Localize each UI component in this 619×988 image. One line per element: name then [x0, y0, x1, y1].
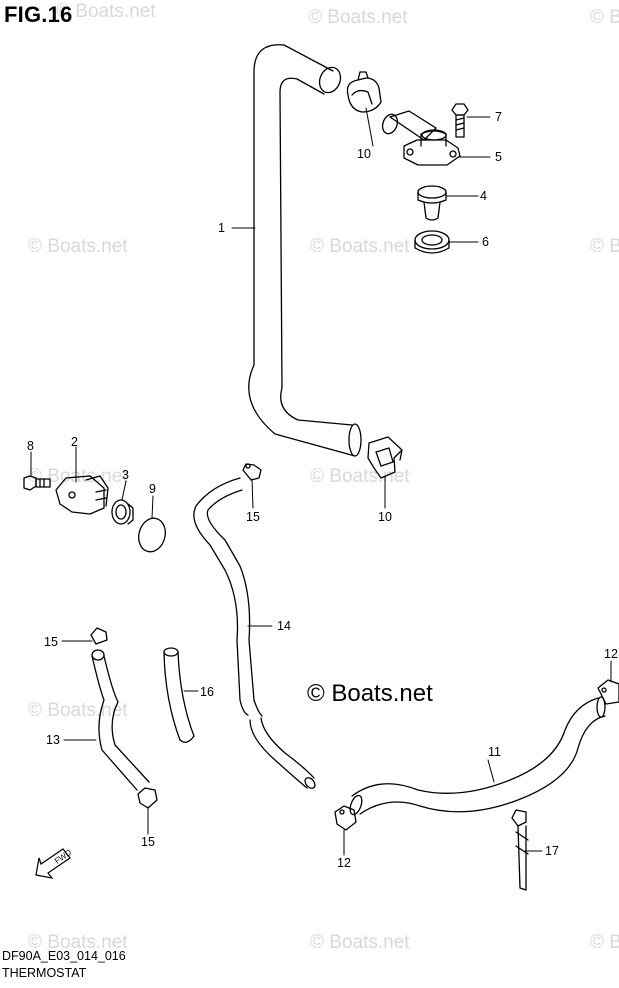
callout-clamp-mid[interactable]: 10 — [378, 510, 392, 524]
callout-hose-main[interactable]: 1 — [218, 221, 225, 235]
callout-clip-bottom[interactable]: 12 — [337, 856, 351, 870]
o-ring — [138, 517, 166, 553]
watermark: © Boats.net — [308, 7, 408, 28]
brand-watermark: © Boats.net — [307, 680, 433, 707]
figure-title: FIG.16 — [4, 2, 73, 27]
bolt-left — [23, 475, 51, 491]
thermostat-left — [111, 499, 134, 525]
callout-clamp-top[interactable]: 10 — [357, 147, 371, 161]
callout-case-left[interactable]: 2 — [71, 435, 78, 449]
clip-hose14-top — [242, 463, 262, 481]
callout-bolt-left[interactable]: 8 — [27, 439, 34, 453]
callout-hose-16[interactable]: 16 — [200, 685, 214, 699]
model-code: DF90A_E03_014_016 — [2, 949, 126, 963]
watermark: © Boats.net — [590, 7, 619, 28]
callout-hose-long[interactable]: 11 — [488, 745, 501, 759]
watermark: © Boats.net — [310, 236, 410, 257]
bolt-top — [451, 103, 469, 138]
fwd-arrow: FWD — [35, 848, 73, 879]
thermostat-cap — [381, 110, 461, 166]
callout-bolt-top[interactable]: 7 — [495, 110, 502, 124]
leader-lines — [30, 107, 612, 856]
main-hose — [248, 44, 362, 457]
callout-hose-13[interactable]: 13 — [46, 733, 60, 747]
clamp-top — [346, 71, 382, 113]
callout-seal[interactable]: 6 — [482, 235, 489, 249]
clip-12-bottom — [334, 805, 357, 831]
callout-thermostat-left[interactable]: 3 — [122, 468, 129, 482]
callout-hose-14[interactable]: 14 — [277, 619, 291, 633]
hose-14 — [193, 477, 316, 789]
callout-thermostat[interactable]: 4 — [480, 189, 487, 203]
clip-12-right — [597, 679, 619, 705]
watermark: © Boats.net — [28, 932, 128, 953]
watermark: © Boats.net — [56, 1, 156, 22]
watermark: © Boats.net — [590, 236, 619, 257]
seal-ring — [414, 230, 450, 254]
callout-clip-14-top[interactable]: 15 — [246, 510, 260, 524]
callout-tie[interactable]: 17 — [545, 844, 559, 858]
hose-13 — [90, 627, 158, 809]
callout-clip-13-bottom[interactable]: 15 — [141, 835, 155, 849]
clamp-mid — [367, 436, 403, 479]
thermostat — [417, 185, 447, 221]
watermark-layer: © Boats.net © Boats.net © Boats.net © Bo… — [28, 1, 619, 953]
callout-clip-13-top[interactable]: 15 — [44, 635, 58, 649]
tie-band — [511, 809, 529, 891]
section-name: THERMOSTAT — [2, 966, 87, 980]
watermark: © Boats.net — [310, 932, 410, 953]
thermostat-case — [55, 475, 109, 515]
callout-labels: 1 2 3 4 5 6 7 8 9 10 10 11 12 12 13 14 1… — [27, 110, 618, 870]
callout-clip-right[interactable]: 12 — [604, 647, 618, 661]
watermark: © Boats.net — [590, 932, 619, 953]
hose-16 — [163, 647, 195, 743]
callout-o-ring[interactable]: 9 — [149, 482, 156, 496]
watermark: © Boats.net — [28, 700, 128, 721]
callout-cap[interactable]: 5 — [495, 150, 502, 164]
hose-11 — [349, 696, 606, 816]
watermark: © Boats.net — [28, 236, 128, 257]
